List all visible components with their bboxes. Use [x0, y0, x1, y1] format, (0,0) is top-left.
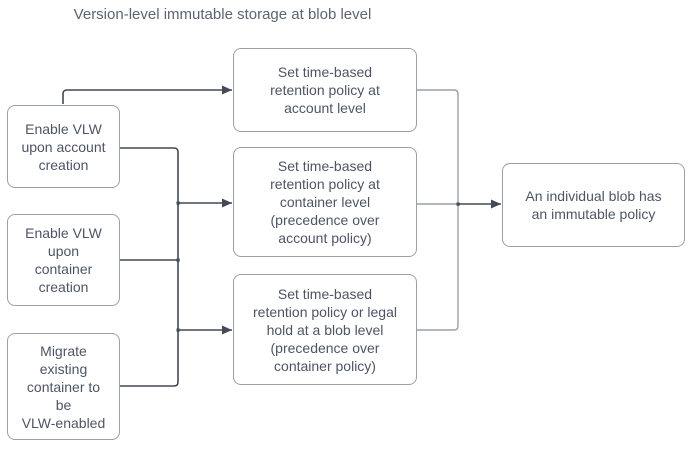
- node-retention-policy-container: Set time-based retention policy at conta…: [233, 147, 417, 257]
- connector-left-collector: [119, 147, 179, 387]
- node-label: Set time-based retention policy or legal…: [253, 285, 397, 374]
- node-label: Set time-based retention policy at conta…: [270, 158, 380, 246]
- junction-dot: [456, 202, 460, 206]
- connector-right-collector: [417, 89, 459, 331]
- node-retention-policy-blob: Set time-based retention policy or legal…: [233, 274, 417, 385]
- node-blob-immutable-policy: An individual blob has an immutable poli…: [502, 163, 685, 247]
- node-label: Migrate existing container to be VLW-ena…: [21, 342, 106, 431]
- node-retention-policy-account: Set time-based retention policy at accou…: [233, 48, 417, 132]
- junction-dot: [176, 201, 180, 205]
- node-enable-vlw-container: Enable VLW upon container creation: [7, 214, 120, 306]
- node-label: Enable VLW upon container creation: [25, 225, 102, 295]
- node-label: An individual blob has an immutable poli…: [525, 188, 662, 222]
- node-label: Enable VLW upon account creation: [21, 120, 106, 173]
- node-migrate-existing-container: Migrate existing container to be VLW-ena…: [7, 333, 120, 440]
- junction-dot: [176, 328, 180, 332]
- diagram-title: Version-level immutable storage at blob …: [73, 6, 372, 23]
- junction-dot: [176, 258, 180, 262]
- connector-l1top-to-m1: [62, 85, 232, 104]
- node-label: Set time-based retention policy at accou…: [270, 64, 380, 116]
- node-enable-vlw-account: Enable VLW upon account creation: [7, 105, 120, 188]
